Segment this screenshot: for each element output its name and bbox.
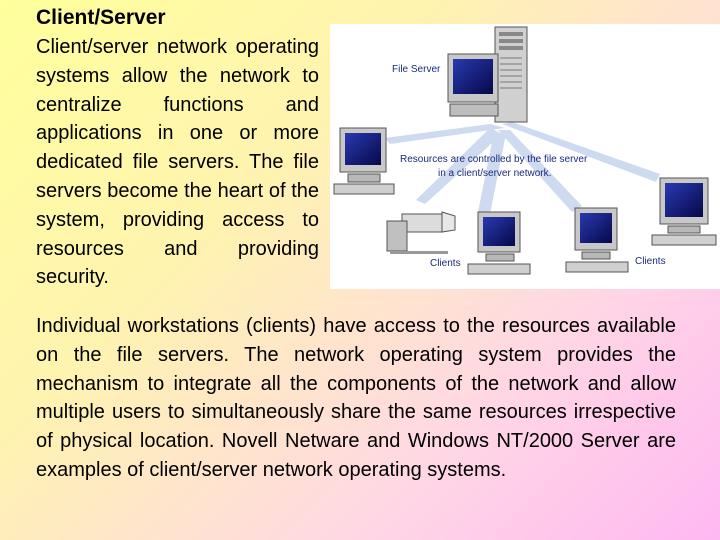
client-monitor-right-middle-icon	[565, 207, 629, 273]
diagram-caption-line2: in a client/server network.	[438, 168, 551, 179]
client-monitor-far-right-icon	[651, 177, 717, 246]
diagram-caption-line1: Resources are controlled by the file ser…	[400, 154, 588, 165]
slide-title: Client/Server	[36, 6, 166, 29]
intro-paragraph: Client/server network operating systems …	[36, 36, 319, 289]
file-server-label: File Server	[392, 64, 441, 75]
file-server-icon	[447, 26, 528, 123]
clients-label-right: Clients	[635, 256, 666, 267]
connection-arrows	[385, 122, 660, 214]
printer-icon	[386, 211, 456, 254]
client-monitor-middle-icon	[467, 211, 531, 275]
client-server-diagram: File Server Resources are controlled by …	[330, 24, 720, 289]
body-paragraph: Individual workstations (clients) have a…	[36, 315, 676, 481]
client-monitor-left-icon	[333, 127, 395, 195]
clients-label-left: Clients	[430, 258, 461, 269]
